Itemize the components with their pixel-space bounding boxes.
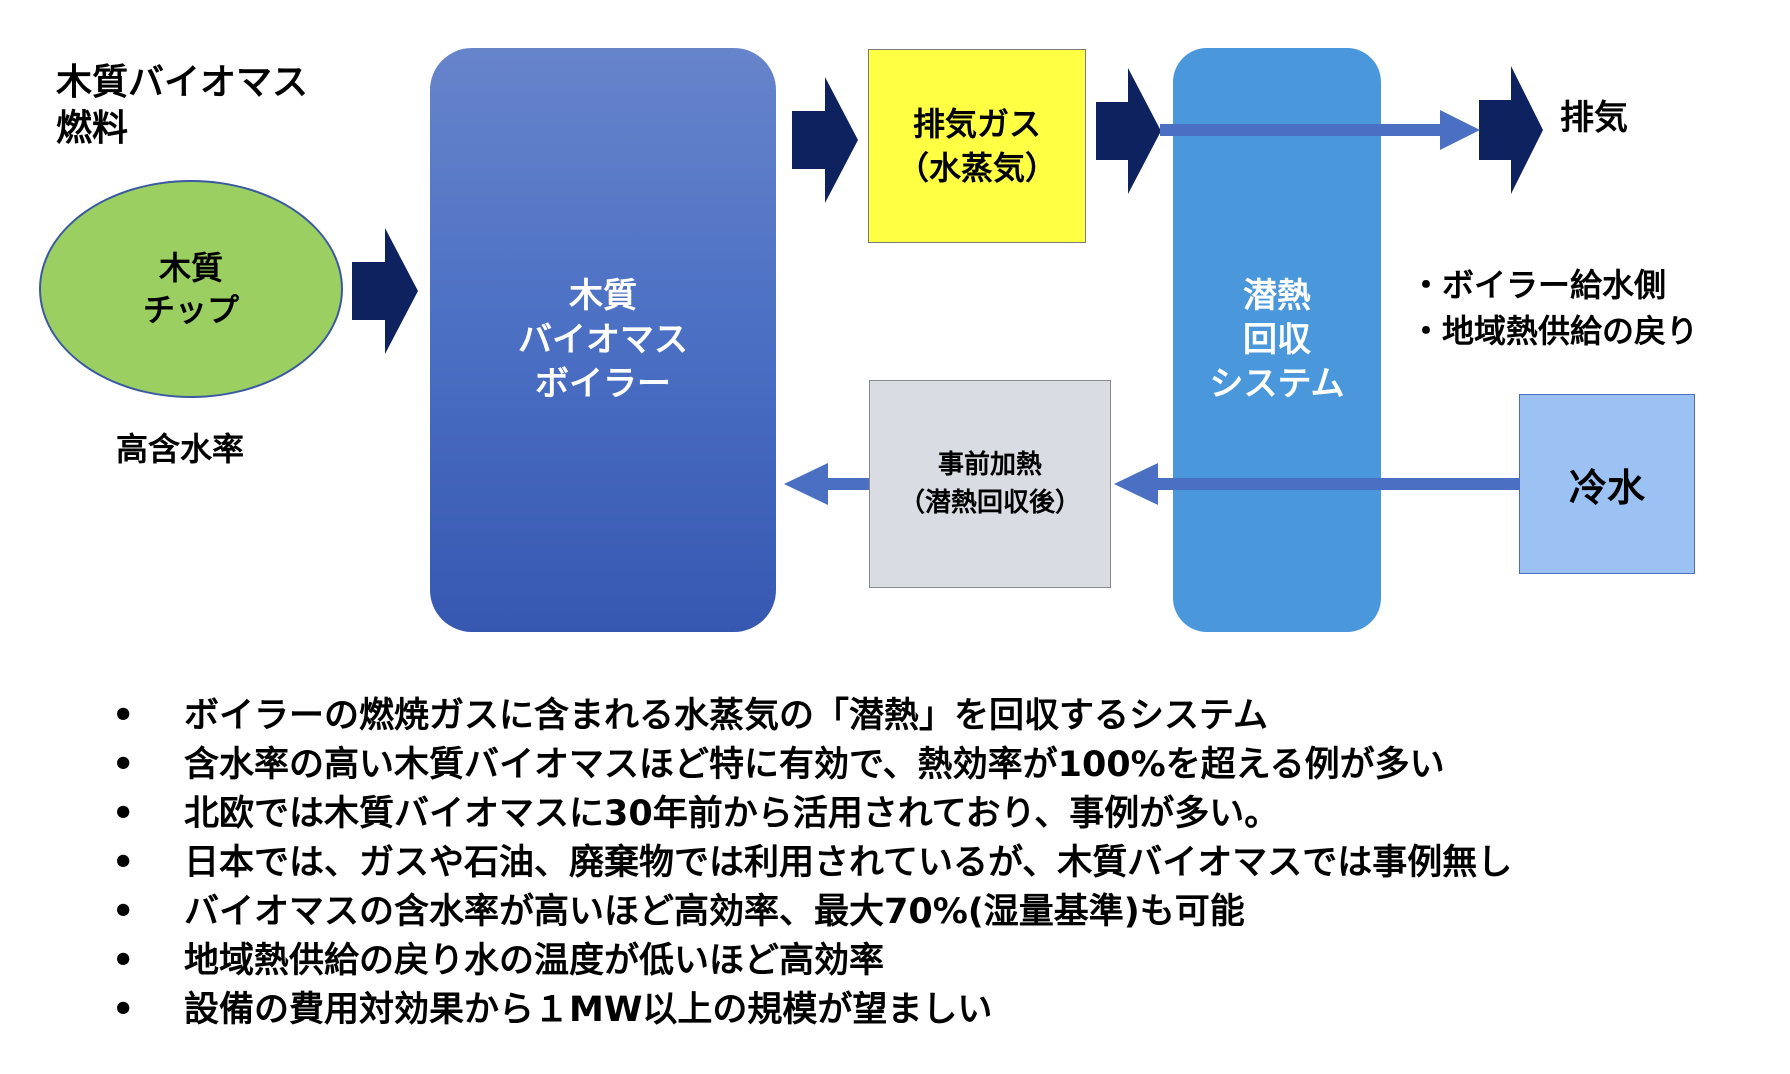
wood-chip-ellipse: 木質 チップ [39,180,343,398]
bullet-item: 北欧では木質バイオマスに30年前から活用されており、事例が多い。 [112,790,1512,839]
exhaust-out-label: 排気 [1560,98,1628,138]
boiler-line-3: ボイラー [535,364,671,404]
latent-heat-line-1: 潜熱 [1243,276,1311,316]
exhaust-gas-line-1: 排気ガス [912,105,1041,143]
water-sources: ・ボイラー給水側 ・地域熱供給の戻り [1410,262,1698,354]
wood-chip-line-1: 木質 [158,249,223,287]
fuel-label-line-2: 燃料 [56,108,129,149]
bullet-item: バイオマスの含水率が高いほど高効率、最大70%(湿量基準)も可能 [112,888,1512,937]
arrow-boiler-to-exhaust [792,77,858,203]
exhaust-gas-box: 排気ガス （水蒸気） [868,49,1086,243]
arrow-exhaust-to-recovery [1096,68,1161,194]
water-source-1: ・ボイラー給水側 [1410,266,1667,304]
flow-line-cold-to-recovery-head [1114,463,1158,505]
bullet-item: 設備の費用対効果から１MW以上の規模が望ましい [112,986,1512,1035]
bullet-item: 日本では、ガスや石油、廃棄物では利用されているが、木質バイオマスでは事例無し [112,839,1512,888]
preheat-line-2: （潜熱回収後） [898,488,1081,518]
boiler-box: 木質 バイオマス ボイラー [430,48,776,632]
chip-caption: 高含水率 [116,430,245,468]
summary-bullet-list: ボイラーの燃焼ガスに含まれる水蒸気の「潜熱」を回収するシステム 含水率の高い木質… [112,692,1512,1035]
exhaust-gas-line-2: （水蒸気） [896,149,1057,187]
latent-heat-recovery-box: 潜熱 回収 システム [1173,48,1381,632]
water-source-2: ・地域熱供給の戻り [1410,312,1699,350]
fuel-label: 木質バイオマス 燃料 [56,60,308,152]
fuel-label-line-1: 木質バイオマス [56,62,309,103]
boiler-line-1: 木質 [569,276,637,316]
latent-heat-line-2: 回収 [1243,320,1311,360]
preheat-box: 事前加熱 （潜熱回収後） [869,380,1111,588]
bullet-item: 含水率の高い木質バイオマスほど特に有効で、熱効率が100%を超える例が多い [112,741,1512,790]
arrow-exhaust-out [1479,66,1543,194]
bullet-item: 地域熱供給の戻り水の温度が低いほど高効率 [112,937,1512,986]
preheat-line-1: 事前加熱 [937,450,1042,480]
flow-line-through-recovery-head [1440,110,1480,150]
boiler-line-2: バイオマス [518,320,688,360]
cold-water-label: 冷水 [1568,465,1645,510]
flow-line-preheat-to-boiler-head [784,463,828,505]
wood-chip-line-2: チップ [142,291,239,329]
bullet-item: ボイラーの燃焼ガスに含まれる水蒸気の「潜熱」を回収するシステム [112,692,1512,741]
arrow-chip-to-boiler [352,228,418,354]
latent-heat-line-3: システム [1209,364,1345,404]
cold-water-box: 冷水 [1519,394,1695,574]
